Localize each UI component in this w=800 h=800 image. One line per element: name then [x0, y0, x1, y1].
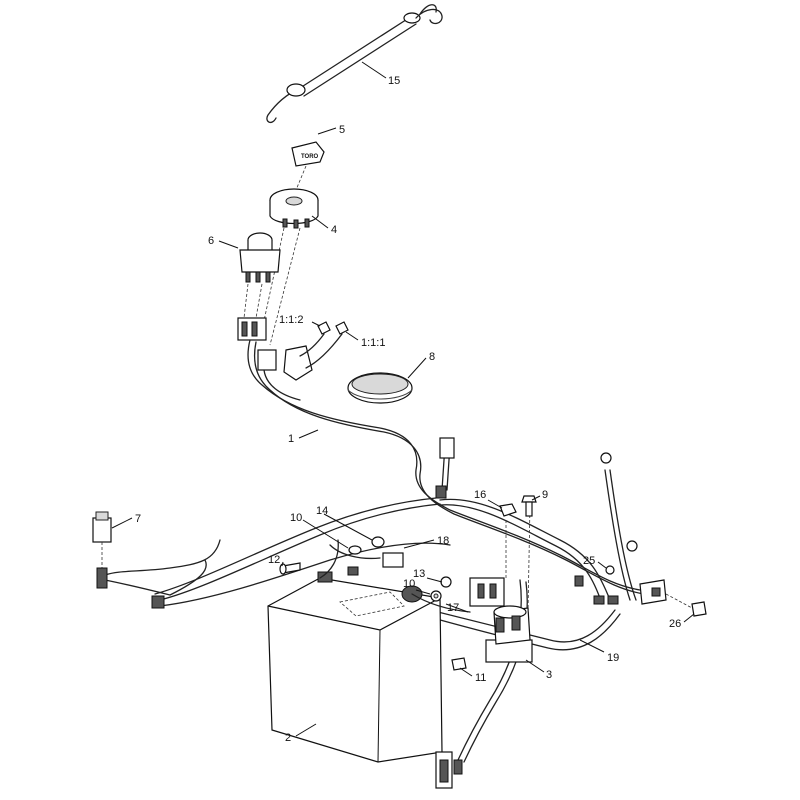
callout-13: 13: [413, 568, 425, 580]
callout-17: 17: [447, 602, 459, 614]
small-connectors: [311, 321, 359, 341]
callout-7: 7: [135, 513, 141, 525]
round-pad: [347, 372, 413, 404]
callout-25: 25: [583, 555, 595, 567]
strap-assembly: [266, 4, 443, 124]
ignition-switch: [261, 188, 319, 346]
callout-18: 18: [437, 535, 449, 547]
callout-ratio-111: 1:1:1: [361, 337, 385, 349]
ground-terminals: [574, 452, 707, 617]
callout-8: 8: [429, 351, 435, 363]
callout-11: 11: [475, 672, 486, 684]
bolt-and-nut: [499, 495, 537, 517]
callouts: 15 5 4 6 1:1:2 1:1:1 8 1 7 10 14 18 12 1…: [111, 61, 695, 744]
callout-3: 3: [546, 669, 552, 681]
callout-6: 6: [208, 235, 214, 247]
callout-2: 2: [285, 732, 291, 744]
relay: [92, 511, 165, 609]
ignition-key: TORO: [291, 141, 325, 191]
main-harness: [104, 339, 645, 763]
pto-switch: [239, 232, 281, 319]
callout-19: 19: [607, 652, 619, 664]
callout-15: 15: [388, 75, 400, 87]
callout-10a: 10: [290, 512, 302, 524]
callout-26: 26: [669, 618, 681, 630]
callout-14: 14: [316, 505, 328, 517]
callout-9: 9: [542, 489, 548, 501]
bottom-connector: [435, 751, 463, 789]
washers-screws: [430, 576, 467, 671]
callout-10b: 10: [403, 578, 415, 590]
callout-1: 1: [288, 433, 294, 445]
harness-connector-block: [237, 317, 343, 381]
battery: [267, 571, 471, 763]
callout-12: 12: [268, 554, 280, 566]
top-connector: [435, 437, 455, 499]
callout-16: 16: [474, 489, 486, 501]
callout-5: 5: [339, 124, 345, 136]
battery-hardware: [279, 536, 404, 579]
callout-4: 4: [331, 224, 337, 236]
callout-ratio-112: 1:1:2: [279, 314, 303, 326]
key-brand-text: TORO: [301, 154, 319, 160]
starter-solenoid: [469, 504, 533, 663]
